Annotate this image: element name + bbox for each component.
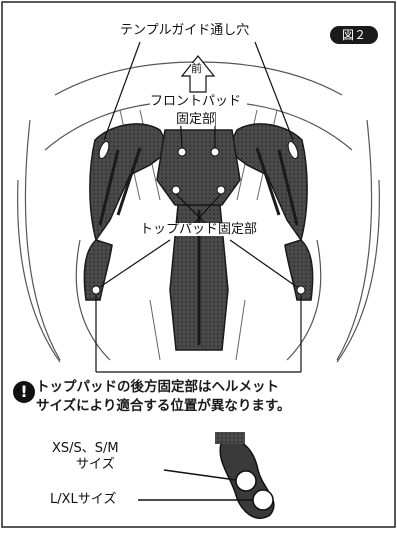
pad-structure	[83, 123, 314, 351]
top-pad-label: トップパッド固定部	[140, 222, 258, 237]
helmet-shell	[17, 61, 380, 363]
front-arrow	[180, 55, 216, 93]
pad-ribs	[98, 147, 299, 345]
snap-points	[91, 147, 306, 295]
front-pad-label: フロントパッド	[150, 94, 242, 109]
front-arrow-label: 前	[191, 62, 202, 75]
note-line-1: トップパッドの後方固定部はヘルメット	[36, 379, 279, 395]
note-line-2: サイズにより適合する位置が異なります。	[36, 398, 291, 414]
temple-guide-label: テンプルガイド通し穴	[120, 23, 250, 38]
size-note: トップパッドの後方固定部はヘルメット サイズにより適合する位置が異なります。	[36, 378, 290, 416]
size-small-label: XS/S、S/M	[52, 441, 119, 456]
size-leader-lines	[138, 469, 253, 501]
front-pad-fix-label: 固定部	[176, 112, 216, 127]
size-small-suffix: サイズ	[76, 457, 115, 472]
exclamation-icon: !	[13, 381, 35, 403]
leader-lines	[95, 41, 302, 373]
size-pad-illustration	[215, 432, 275, 519]
temple-guide-holes	[98, 140, 299, 160]
figure-label-badge: 図２	[330, 26, 378, 44]
size-large-label: L/XLサイズ	[50, 492, 117, 507]
